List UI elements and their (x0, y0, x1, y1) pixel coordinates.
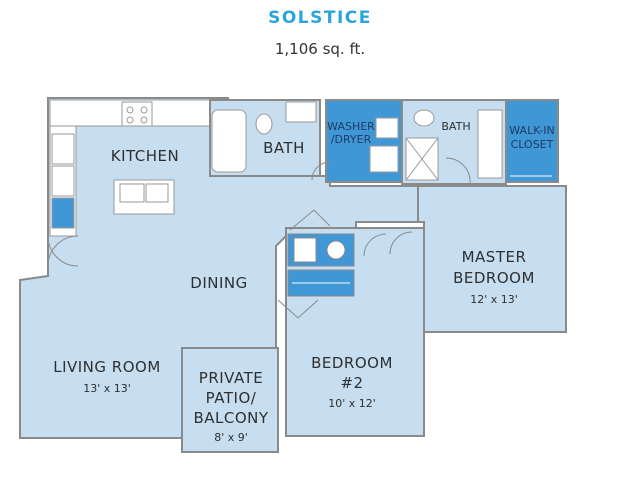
toilet-1 (255, 113, 273, 135)
plan-area: 1,106 sq. ft. (274, 40, 366, 58)
master-label-line2: BEDROOM (453, 269, 535, 287)
patio-floor (181, 347, 279, 453)
kitchen-label: KITCHEN (111, 147, 180, 165)
plan-title: SOLSTICE (268, 8, 372, 28)
living-dim: 13' x 13' (83, 382, 131, 395)
patio-label-line1: PRIVATE (199, 369, 263, 387)
dining-label: DINING (190, 274, 247, 292)
living-label: LIVING ROOM (53, 358, 161, 376)
closet-label-line1: WALK-IN (509, 124, 554, 137)
washer (375, 117, 399, 139)
bedroom-2-label-line1: BEDROOM (311, 354, 393, 372)
walk-in-closet-area (505, 99, 559, 183)
bedroom-2-dim: 10' x 12' (328, 397, 376, 410)
bath-2-label: BATH (441, 120, 470, 133)
dryer (369, 145, 399, 173)
kitchen-sink (119, 183, 145, 203)
patio-label-line2: PATIO/ (206, 389, 257, 407)
master-label-line1: MASTER (462, 248, 527, 266)
washer-label: WASHER (327, 120, 375, 133)
master-dim: 12' x 13' (470, 293, 518, 306)
dryer-label: /DRYER (331, 133, 372, 146)
pantry (51, 197, 75, 229)
closet-label-line2: CLOSET (511, 138, 554, 151)
stove (121, 101, 153, 127)
toilet-2 (413, 109, 435, 127)
patio-dim: 8' x 9' (214, 431, 248, 444)
entry-door (289, 209, 331, 231)
bathtub (211, 109, 247, 173)
bath-1-label: BATH (263, 139, 305, 157)
bedroom-2-label-line2: #2 (340, 374, 363, 392)
patio-label-line3: BALCONY (193, 409, 268, 427)
